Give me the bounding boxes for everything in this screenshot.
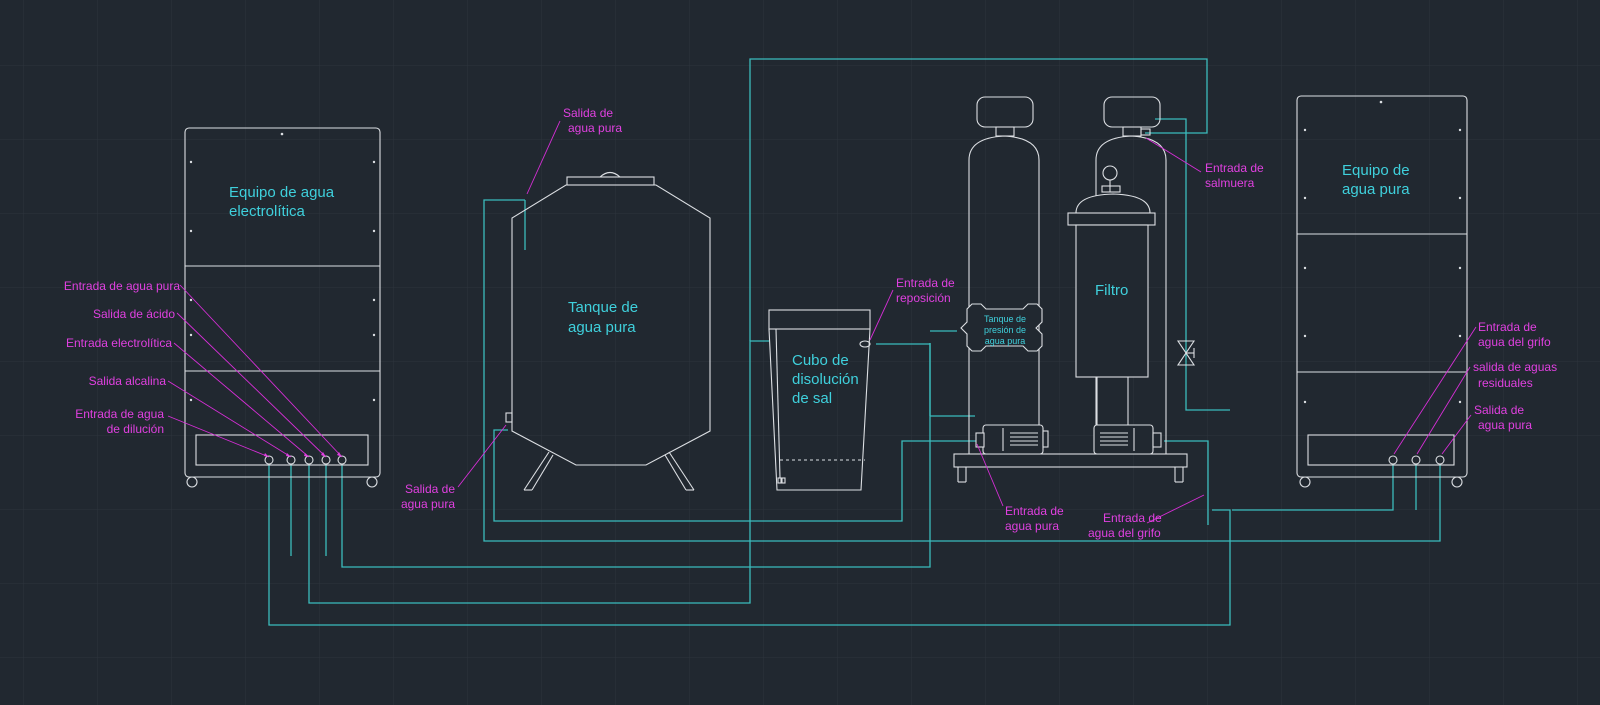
- tank-label-line1: Tanque de: [568, 299, 638, 316]
- svg-text:salida de aguas: salida de aguas: [1473, 360, 1557, 374]
- tank-label-line2: agua pura: [568, 319, 636, 336]
- callout-pure-out-right-line1: Salida de: [1474, 403, 1524, 417]
- callout-alkaline-out: Salida alcalina: [89, 374, 167, 388]
- svg-text:Tanque de: Tanque de: [568, 299, 638, 316]
- svg-text:Entrada de agua pura: Entrada de agua pura: [64, 279, 180, 293]
- piping: [268, 58, 1441, 626]
- svg-text:de sal: de sal: [792, 390, 832, 407]
- svg-text:residuales: residuales: [1478, 376, 1533, 390]
- callout-tank-bottom-out-line2: agua pura: [401, 497, 455, 511]
- svg-text:Entrada de: Entrada de: [1005, 504, 1064, 518]
- callouts: Entrada de agua pura Salida de ácido Ent…: [64, 106, 1557, 540]
- svg-text:disolución: disolución: [792, 371, 859, 388]
- pressure-tank-label-line2: presión de: [984, 325, 1026, 335]
- callout-acid-out: Salida de ácido: [93, 307, 175, 321]
- svg-text:Tanque de: Tanque de: [984, 314, 1026, 324]
- filter-label: Filtro: [1095, 282, 1128, 299]
- svg-text:agua pura: agua pura: [1478, 418, 1532, 432]
- callout-replenish-in-line2: reposición: [896, 291, 951, 305]
- svg-text:Equipo de: Equipo de: [1342, 162, 1410, 179]
- electrolytic-label-line1: Equipo de agua: [229, 184, 335, 201]
- callout-tank-top-out-line1: Salida de: [563, 106, 613, 120]
- svg-text:Salida de: Salida de: [405, 482, 455, 496]
- salt-bucket-label-line3: de sal: [792, 390, 832, 407]
- svg-text:agua pura: agua pura: [568, 319, 636, 336]
- callout-pump-pure-in-line1: Entrada de: [1005, 504, 1064, 518]
- pure-water-equipment: Equipo de agua pura: [1296, 95, 1468, 488]
- svg-text:reposición: reposición: [896, 291, 951, 305]
- svg-text:Entrada de: Entrada de: [1478, 320, 1537, 334]
- svg-text:agua pura: agua pura: [1342, 181, 1410, 198]
- svg-text:electrolítica: electrolítica: [229, 203, 306, 220]
- svg-text:agua pura: agua pura: [568, 121, 622, 135]
- svg-text:agua del grifo: agua del grifo: [1478, 335, 1551, 349]
- electrolytic-label-line2: electrolítica: [229, 203, 306, 220]
- svg-text:Equipo de agua: Equipo de agua: [229, 184, 335, 201]
- svg-text:Entrada de: Entrada de: [1103, 511, 1162, 525]
- pure-equipment-label-line2: agua pura: [1342, 181, 1410, 198]
- callout-waste-out-line2: residuales: [1478, 376, 1533, 390]
- callout-tap-in-right-line2: agua del grifo: [1478, 335, 1551, 349]
- callout-brine-in-line2: salmuera: [1205, 176, 1255, 190]
- svg-text:Entrada de agua: Entrada de agua: [75, 407, 164, 421]
- svg-text:agua pura: agua pura: [985, 336, 1026, 346]
- svg-text:Salida de ácido: Salida de ácido: [93, 307, 175, 321]
- pressure-tank-label-line3: agua pura: [985, 336, 1026, 346]
- salt-dissolution-bucket: Cubo de disolución de sal: [768, 309, 871, 491]
- svg-text:Filtro: Filtro: [1095, 282, 1128, 299]
- callout-tap-in-mid-line2: agua del grifo: [1088, 526, 1161, 540]
- treatment-skid: Tanque de presión de agua pura Filtro: [953, 96, 1196, 483]
- callout-pump-pure-in-line2: agua pura: [1005, 519, 1059, 533]
- svg-text:Salida de: Salida de: [1474, 403, 1524, 417]
- salt-bucket-label-line2: disolución: [792, 371, 859, 388]
- callout-pure-water-in: Entrada de agua pura: [64, 279, 180, 293]
- svg-text:presión de: presión de: [984, 325, 1026, 335]
- callout-waste-out-line1: salida de aguas: [1473, 360, 1557, 374]
- pure-equipment-label-line1: Equipo de: [1342, 162, 1410, 179]
- pure-water-tank: Tanque de agua pura: [505, 171, 711, 491]
- callout-tank-bottom-out-line1: Salida de: [405, 482, 455, 496]
- callout-tap-in-right-line1: Entrada de: [1478, 320, 1537, 334]
- svg-text:Entrada de: Entrada de: [896, 276, 955, 290]
- callout-electrolytic-in: Entrada electrolítica: [66, 336, 172, 350]
- callout-tank-top-out-line2: agua pura: [568, 121, 622, 135]
- svg-text:salmuera: salmuera: [1205, 176, 1255, 190]
- svg-text:Salida de: Salida de: [563, 106, 613, 120]
- callout-dilution-in-line1: Entrada de agua: [75, 407, 164, 421]
- callout-replenish-in-line1: Entrada de: [896, 276, 955, 290]
- electrolytic-equipment: Equipo de agua electrolítica: [184, 127, 381, 488]
- callout-pure-out-right-line2: agua pura: [1478, 418, 1532, 432]
- svg-text:agua pura: agua pura: [401, 497, 455, 511]
- callout-dilution-in-line2: de dilución: [107, 422, 164, 436]
- svg-text:Cubo de: Cubo de: [792, 352, 849, 369]
- svg-text:agua del grifo: agua del grifo: [1088, 526, 1161, 540]
- svg-text:de dilución: de dilución: [107, 422, 164, 436]
- svg-text:agua pura: agua pura: [1005, 519, 1059, 533]
- svg-text:Salida alcalina: Salida alcalina: [89, 374, 167, 388]
- svg-text:Entrada de: Entrada de: [1205, 161, 1264, 175]
- callout-tap-in-mid-line1: Entrada de: [1103, 511, 1162, 525]
- callout-brine-in-line1: Entrada de: [1205, 161, 1264, 175]
- svg-text:Entrada electrolítica: Entrada electrolítica: [66, 336, 172, 350]
- salt-bucket-label-line1: Cubo de: [792, 352, 849, 369]
- pressure-tank-label-line1: Tanque de: [984, 314, 1026, 324]
